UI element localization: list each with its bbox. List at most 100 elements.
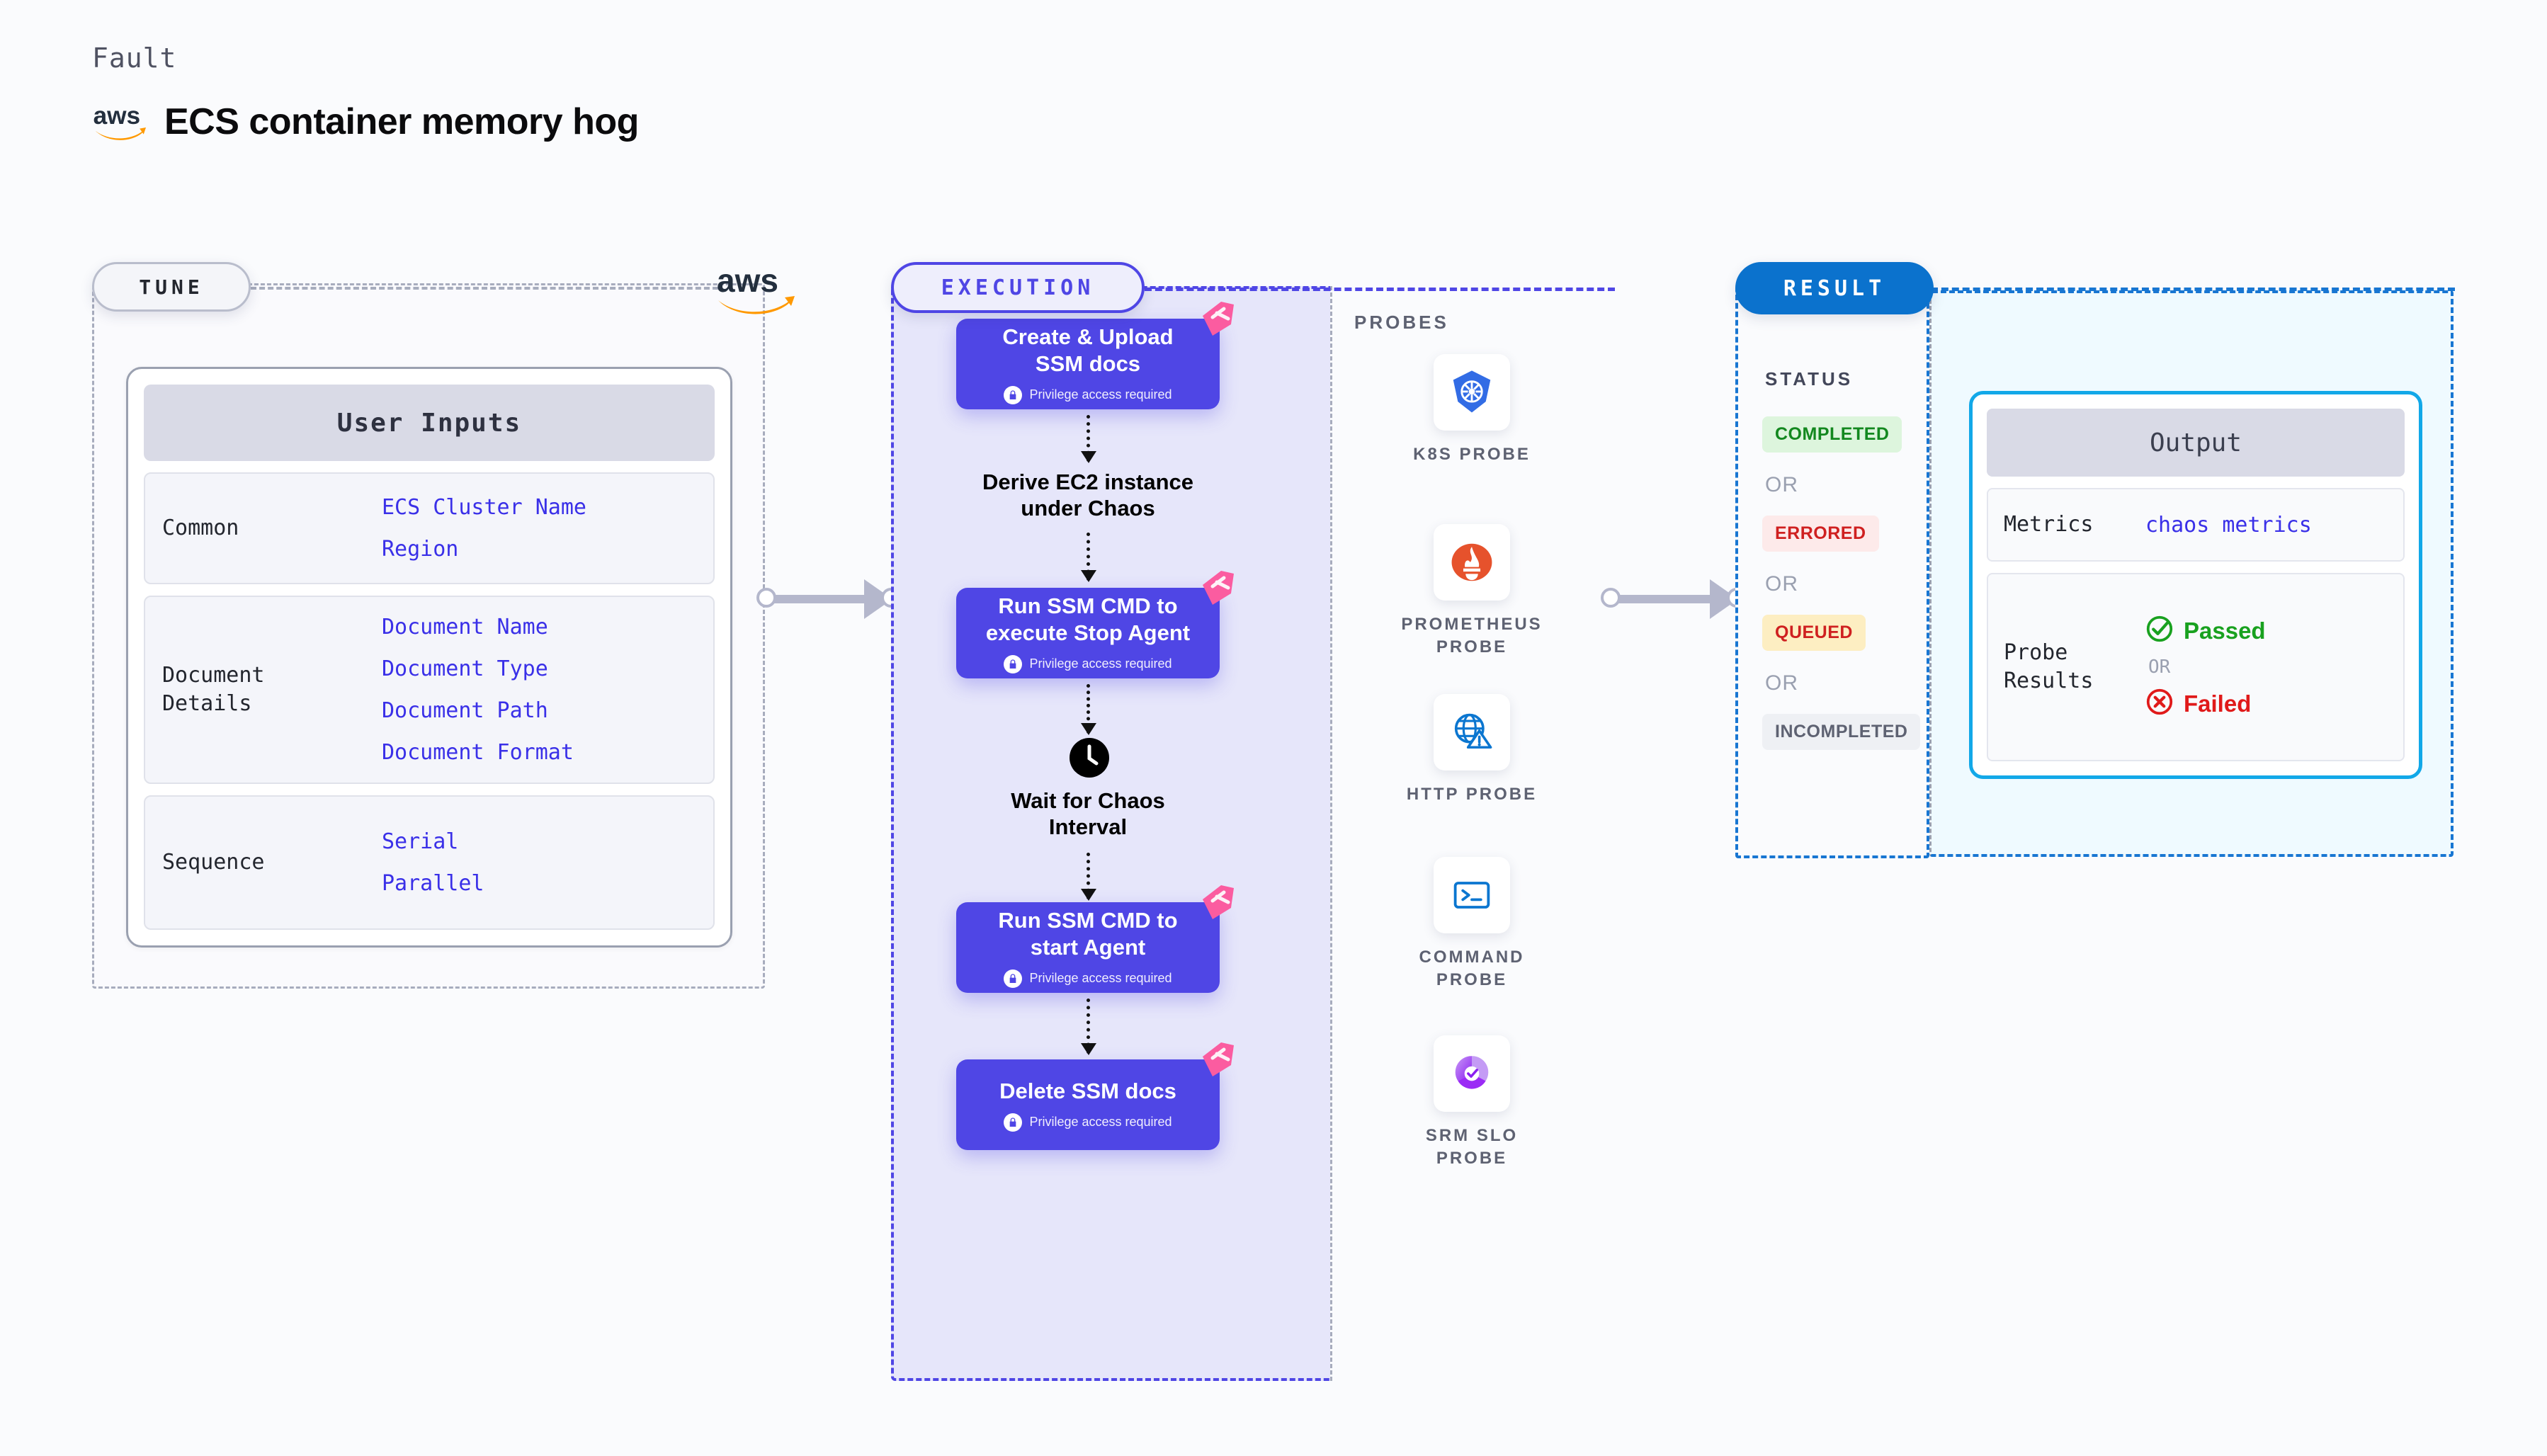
- output-group-metrics: Metrics chaos metrics: [1987, 488, 2405, 562]
- flow-node-wait-for-chaos-interval: Wait for Chaos Interval: [919, 787, 1257, 840]
- tune-group-label-line2: Details: [162, 691, 252, 716]
- x-circle-icon: [2145, 688, 2174, 720]
- flow-node-privilege-note: Privilege access required: [1004, 385, 1172, 404]
- flow-node-title: Run SSM CMD to execute Stop Agent: [986, 593, 1190, 647]
- probe-result-passed-row: Passed: [2145, 615, 2266, 647]
- flow-connector: [1081, 415, 1096, 463]
- flow-node-derive-ec2-instance: Derive EC2 instance under Chaos: [919, 469, 1257, 521]
- tune-value-region[interactable]: Region: [382, 537, 459, 562]
- probe-result-or: OR: [2148, 656, 2171, 678]
- flow-connector: [1081, 533, 1096, 582]
- status-badge-errored: ERRORED: [1762, 516, 1879, 552]
- flow-node-privilege-text: Privilege access required: [1029, 387, 1172, 402]
- tune-value-serial[interactable]: Serial: [382, 829, 459, 854]
- svg-text:aws: aws: [93, 102, 141, 130]
- fault-eyebrow-label: Fault: [92, 42, 177, 74]
- tune-connector-dash: [251, 287, 718, 290]
- tune-group-values: ECS Cluster Name Region: [382, 495, 586, 562]
- harness-logo-icon: [1200, 884, 1238, 922]
- flow-node-run-ssm-cmd-stop-agent[interactable]: Run SSM CMD to execute Stop Agent Privil…: [956, 571, 1234, 678]
- output-probe-result-values: Passed OR Failed: [2145, 615, 2266, 720]
- status-badge-queued: QUEUED: [1762, 615, 1866, 651]
- status-section-title: STATUS: [1765, 368, 1854, 389]
- svg-text:aws: aws: [717, 262, 778, 299]
- execution-flow: Create & Upload SSM docs Privilege acces…: [891, 286, 1330, 1381]
- output-card: Output Metrics chaos metrics Probe Resul…: [1969, 391, 2422, 779]
- flow-node-privilege-text: Privilege access required: [1029, 971, 1172, 986]
- flow-node-delete-ssm-docs[interactable]: Delete SSM docs Privilege access require…: [956, 1042, 1234, 1150]
- status-badge-incompleted: INCOMPLETED: [1762, 714, 1921, 750]
- probes-section-title: PROBES: [1354, 312, 1449, 333]
- page-header: Fault aws ECS container memory hog: [92, 42, 639, 143]
- output-probe-results-label-line1: Probe: [2004, 639, 2068, 665]
- flow-connector: [1081, 853, 1096, 901]
- page-title: ECS container memory hog: [164, 101, 639, 142]
- probe-label: HTTP PROBE: [1407, 783, 1537, 806]
- tune-value-document-name[interactable]: Document Name: [382, 615, 548, 639]
- probe-result-failed-row: Failed: [2145, 688, 2266, 720]
- probe-label-line2: PROBE: [1436, 1149, 1508, 1168]
- probe-item-srm-slo[interactable]: SRM SLO PROBE: [1366, 1035, 1578, 1171]
- tune-value-ecs-cluster-name[interactable]: ECS Cluster Name: [382, 495, 586, 520]
- tune-group-label: Document Details: [162, 661, 382, 719]
- output-metrics-label: Metrics: [2004, 511, 2094, 537]
- tune-value-document-format[interactable]: Document Format: [382, 740, 574, 765]
- probe-label-line1: K8S PROBE: [1413, 445, 1531, 464]
- harness-logo-icon: [1200, 1041, 1238, 1079]
- probes-panel-region: [1330, 286, 1613, 1381]
- tune-group-label: Common: [162, 515, 239, 540]
- flow-node-title-line2: Interval: [1048, 814, 1128, 840]
- srm-slo-donut-icon: [1434, 1035, 1510, 1112]
- flow-node-title-line1: Create & Upload: [1002, 324, 1174, 350]
- tune-group-common: Common ECS Cluster Name Region: [144, 472, 715, 584]
- execution-to-result-arrow: [1601, 579, 1747, 619]
- flow-node-privilege-note: Privilege access required: [1004, 1113, 1172, 1132]
- probe-item-k8s[interactable]: K8S PROBE: [1366, 354, 1578, 466]
- tune-value-document-path[interactable]: Document Path: [382, 698, 548, 723]
- http-globe-warning-icon: [1434, 694, 1510, 770]
- tune-group-sequence: Sequence Serial Parallel: [144, 795, 715, 930]
- tune-group-values: Document Name Document Type Document Pat…: [382, 615, 574, 765]
- flow-node-privilege-text: Privilege access required: [1029, 1115, 1172, 1130]
- probe-label-line1: COMMAND: [1419, 948, 1525, 967]
- probe-item-command[interactable]: COMMAND PROBE: [1366, 857, 1578, 992]
- tune-group-label-line1: Document: [162, 662, 265, 688]
- flow-connector: [1081, 684, 1096, 735]
- lock-icon: [1004, 969, 1023, 988]
- output-group-probe-results: Probe Results Passed OR: [1987, 573, 2405, 761]
- probe-item-http[interactable]: HTTP PROBE: [1366, 694, 1578, 806]
- result-pill-label[interactable]: RESULT: [1735, 262, 1934, 314]
- flow-node-privilege-note: Privilege access required: [1004, 654, 1172, 673]
- kubernetes-icon: [1434, 354, 1510, 431]
- probe-label-line1: PROMETHEUS: [1401, 615, 1543, 634]
- tune-pill-label[interactable]: TUNE: [92, 262, 251, 312]
- output-metrics-value[interactable]: chaos metrics: [2145, 512, 2312, 538]
- result-connector-dash: [1931, 288, 2455, 291]
- flow-node-title: Run SSM CMD to start Agent: [998, 907, 1177, 961]
- output-card-header: Output: [1987, 409, 2405, 477]
- flow-node-title-line1: Wait for Chaos: [1011, 788, 1165, 813]
- flow-node-create-upload-ssm-docs[interactable]: Create & Upload SSM docs Privilege acces…: [956, 302, 1234, 409]
- title-row: aws ECS container memory hog: [92, 101, 640, 143]
- probe-label: PROMETHEUS PROBE: [1401, 613, 1542, 659]
- status-or-2: OR: [1765, 572, 1798, 596]
- check-circle-icon: [2145, 615, 2174, 647]
- tune-value-parallel[interactable]: Parallel: [382, 871, 484, 896]
- tune-value-document-type[interactable]: Document Type: [382, 656, 548, 681]
- flow-node-title-line2: execute Stop Agent: [985, 620, 1191, 645]
- status-or-3: OR: [1765, 671, 1798, 695]
- status-badge-completed: COMPLETED: [1762, 416, 1902, 453]
- flow-node-title-line2: start Agent: [1030, 935, 1146, 960]
- probe-label: K8S PROBE: [1413, 443, 1531, 466]
- lock-icon: [1004, 385, 1023, 404]
- tune-to-execution-arrow: [756, 579, 901, 619]
- probe-result-passed-text: Passed: [2184, 617, 2266, 644]
- probe-label: SRM SLO PROBE: [1426, 1125, 1518, 1171]
- aws-logo-icon: aws: [714, 261, 799, 316]
- probe-label-line1: SRM SLO: [1425, 1126, 1519, 1145]
- execution-pill-label[interactable]: EXECUTION: [891, 262, 1145, 313]
- probe-item-prometheus[interactable]: PROMETHEUS PROBE: [1366, 524, 1578, 659]
- execution-connector-dash: [1145, 288, 1615, 291]
- flow-node-run-ssm-cmd-start-agent[interactable]: Run SSM CMD to start Agent Privilege acc…: [956, 885, 1234, 993]
- lock-icon: [1004, 1113, 1023, 1132]
